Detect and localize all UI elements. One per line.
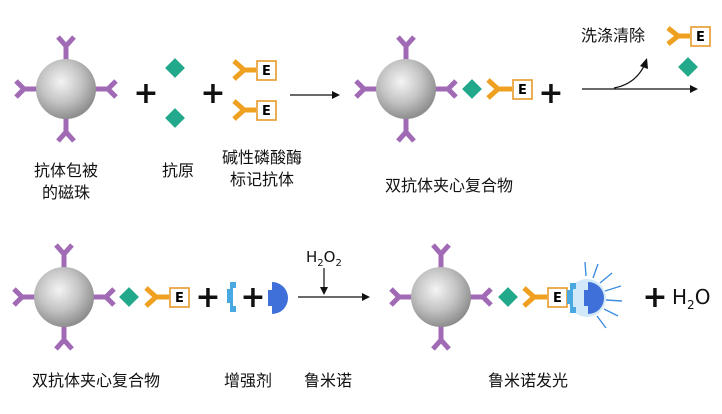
reaction-arrow-2 xyxy=(298,268,370,301)
conjugate-label-line1: 碱性磷酸酶 xyxy=(221,148,303,167)
enhancer-bracket xyxy=(227,282,236,312)
sandwich-complex: E xyxy=(354,35,533,143)
svg-text:E: E xyxy=(262,104,271,119)
sandwich-complex-2: E xyxy=(12,243,190,351)
svg-text:E: E xyxy=(696,30,705,45)
glow-rays xyxy=(584,261,623,329)
svg-text:E: E xyxy=(175,291,184,306)
wash-label: 洗涤清除 xyxy=(581,26,646,45)
luminol-label: 鲁米诺 xyxy=(303,371,353,390)
plus-sign: + xyxy=(195,280,221,315)
plus-sign: + xyxy=(642,280,668,315)
svg-text:E: E xyxy=(518,83,527,98)
conjugate-label-line2: 标记抗体 xyxy=(229,170,295,189)
hydrogen-peroxide-label: H2O2 xyxy=(306,248,342,269)
enzyme-labeled-antibody: E xyxy=(232,59,277,81)
washed-enzyme-antibody: E xyxy=(666,26,711,47)
plus-sign: + xyxy=(538,76,564,111)
complex-label-2: 双抗体夹心复合物 xyxy=(31,371,161,390)
bead-label-line2: 的磁珠 xyxy=(41,183,91,202)
enzyme-labeled-antibody: E xyxy=(232,99,277,121)
plus-sign: + xyxy=(133,76,159,111)
plus-sign: + xyxy=(200,76,226,111)
svg-text:E: E xyxy=(262,64,271,79)
svg-text:E: E xyxy=(553,291,562,306)
antigen-label: 抗原 xyxy=(161,161,195,180)
water-product-label: H2O xyxy=(672,285,711,312)
antigen-diamond xyxy=(165,108,185,128)
antibody-coated-bead xyxy=(14,35,118,143)
reaction-arrow xyxy=(290,91,340,99)
magnetic-bead xyxy=(36,59,96,119)
washed-antigen xyxy=(678,57,698,77)
luminol-glow-label: 鲁米诺发光 xyxy=(487,371,569,390)
bead-label-line1: 抗体包被 xyxy=(33,161,99,180)
luminescent-complex: E xyxy=(389,243,623,351)
plus-sign: + xyxy=(240,280,266,315)
luminol-half-disc xyxy=(268,282,288,314)
wash-arrow xyxy=(582,58,698,93)
antigen-diamond xyxy=(165,58,185,78)
enhancer-label: 增强剂 xyxy=(223,371,273,390)
complex-label: 双抗体夹心复合物 xyxy=(384,176,514,195)
